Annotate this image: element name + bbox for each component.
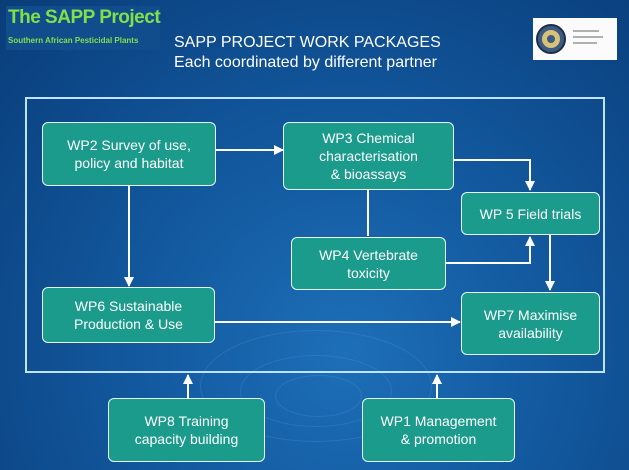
wp1-line1: WP1 Management — [380, 413, 497, 429]
wp3-line3: & bioassays — [330, 166, 407, 182]
logo-subtitle: Southern African Pesticidal Plants — [8, 36, 139, 45]
wp7-box: WP7 Maximise availability — [461, 292, 600, 355]
water-ripple — [200, 330, 432, 442]
wp4-line2: toxicity — [347, 264, 390, 281]
arrow-wp3-to-wp5 — [454, 159, 535, 191]
water-ripple — [240, 355, 392, 427]
wp3-line1: WP3 Chemical — [322, 130, 415, 146]
wp4-line1: WP4 Vertebrate — [319, 246, 418, 263]
wp8-box: WP8 Training capacity building — [108, 398, 265, 462]
partner-logo — [533, 18, 617, 60]
wp7-line2: availability — [498, 324, 563, 341]
wp6-line1: WP6 Sustainable — [74, 298, 183, 314]
wp5-line1: WP 5 Field trials — [479, 205, 582, 222]
wp5-box: WP 5 Field trials — [461, 192, 600, 235]
wp3-line2: characterisation — [319, 148, 418, 164]
wp1-box: WP1 Management & promotion — [362, 398, 515, 462]
wp2-box: WP2 Survey of use, policy and habitat — [42, 122, 216, 186]
nri-emblem-icon — [536, 24, 603, 54]
wp7-line1: WP7 Maximise — [483, 306, 578, 323]
work-packages-frame — [25, 97, 605, 373]
wp2-line2: policy and habitat — [74, 155, 184, 171]
wp6-box: WP6 Sustainable Production & Use — [42, 287, 215, 343]
water-ripple — [275, 375, 362, 417]
wp4-box: WP4 Vertebrate toxicity — [291, 237, 446, 290]
wp1-line2: & promotion — [400, 431, 477, 447]
logo-title: The SAPP Project — [8, 7, 161, 28]
slide-title: SAPP PROJECT WORK PACKAGES — [174, 34, 441, 51]
wp8-line1: WP8 Training — [144, 413, 229, 429]
wp2-line1: WP2 Survey of use, — [67, 137, 191, 153]
arrow-wp4-to-wp5 — [446, 236, 535, 264]
slide-subtitle: Each coordinated by different partner — [174, 54, 437, 71]
sapp-logo: The SAPP Project Southern African Pestic… — [6, 6, 161, 50]
wp3-box: WP3 Chemical characterisation & bioassay… — [283, 122, 454, 190]
wp6-line2: Production & Use — [74, 316, 183, 332]
wp8-line2: capacity building — [134, 431, 239, 447]
